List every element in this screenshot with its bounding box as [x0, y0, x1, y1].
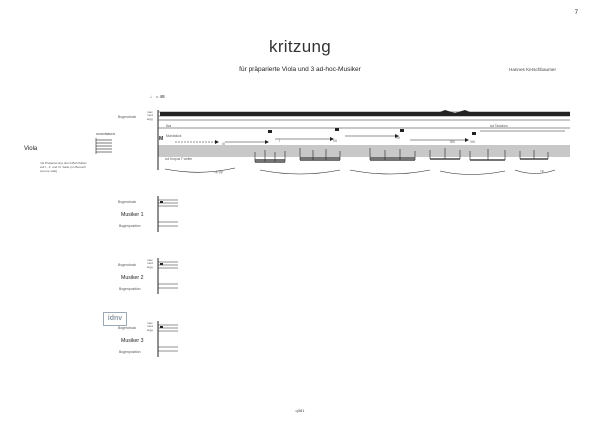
musiker-1-bogendruck: Bogendruck — [118, 200, 137, 204]
bogendruck-label: Bogendruck — [118, 115, 137, 119]
position-label: VII — [396, 136, 400, 140]
subtitle: für präparierte Viola und 3 ad-hoc-Musik… — [239, 66, 361, 73]
section-text: Mundstück — [166, 134, 182, 138]
musiker-3-druck-levels: max med legg — [147, 321, 153, 332]
scordatura-label: scordatura — [96, 131, 115, 136]
position-label: III — [222, 142, 225, 146]
dynamic-pp: <ʃ> pp — [214, 170, 223, 174]
musiker-2-label: Musiker 2 — [121, 275, 144, 281]
page-title: kritzung — [269, 37, 331, 56]
corpus-marking: sul Korpus T weiter — [165, 157, 193, 161]
viola-label: Viola — [24, 146, 38, 152]
musiker-3-bogenposition: Bogenposition — [119, 350, 141, 354]
page-footer: q381 — [295, 408, 305, 413]
section-mark: M — [159, 136, 163, 142]
publisher-watermark: idnv — [103, 312, 127, 326]
tempo-marking: ♩ = 48 — [150, 94, 165, 99]
musiker-2-druck-levels: max med legg — [147, 258, 153, 269]
musiker-2-bogenposition: Bogenposition — [119, 287, 141, 291]
musiker-2-bogendruck: Bogendruck — [118, 263, 137, 267]
octave-mark: 8va — [166, 124, 171, 128]
dynamic-p: <p — [540, 169, 544, 173]
composer-name: Hannes Kerschbaumer — [509, 67, 556, 72]
position-label: VIII — [470, 140, 475, 144]
position-label: I — [279, 139, 280, 143]
page-number: 7 — [574, 10, 578, 16]
preparation-note: mit Präparierung durch Bohrhalter auf I.… — [40, 161, 87, 173]
position-label: XII — [333, 139, 337, 143]
musiker-3-label: Musiker 3 — [121, 338, 144, 344]
musiker-3-bogendruck: Bogendruck — [118, 326, 137, 330]
tasto-marking: sul Tastoneo — [490, 124, 508, 128]
musiker-1-label: Musiker 1 — [121, 212, 144, 218]
position-label: SIII — [450, 140, 455, 144]
musiker-1-bogenposition: Bogenposition — [119, 224, 141, 228]
druck-level-labels: max med legg — [147, 110, 153, 121]
